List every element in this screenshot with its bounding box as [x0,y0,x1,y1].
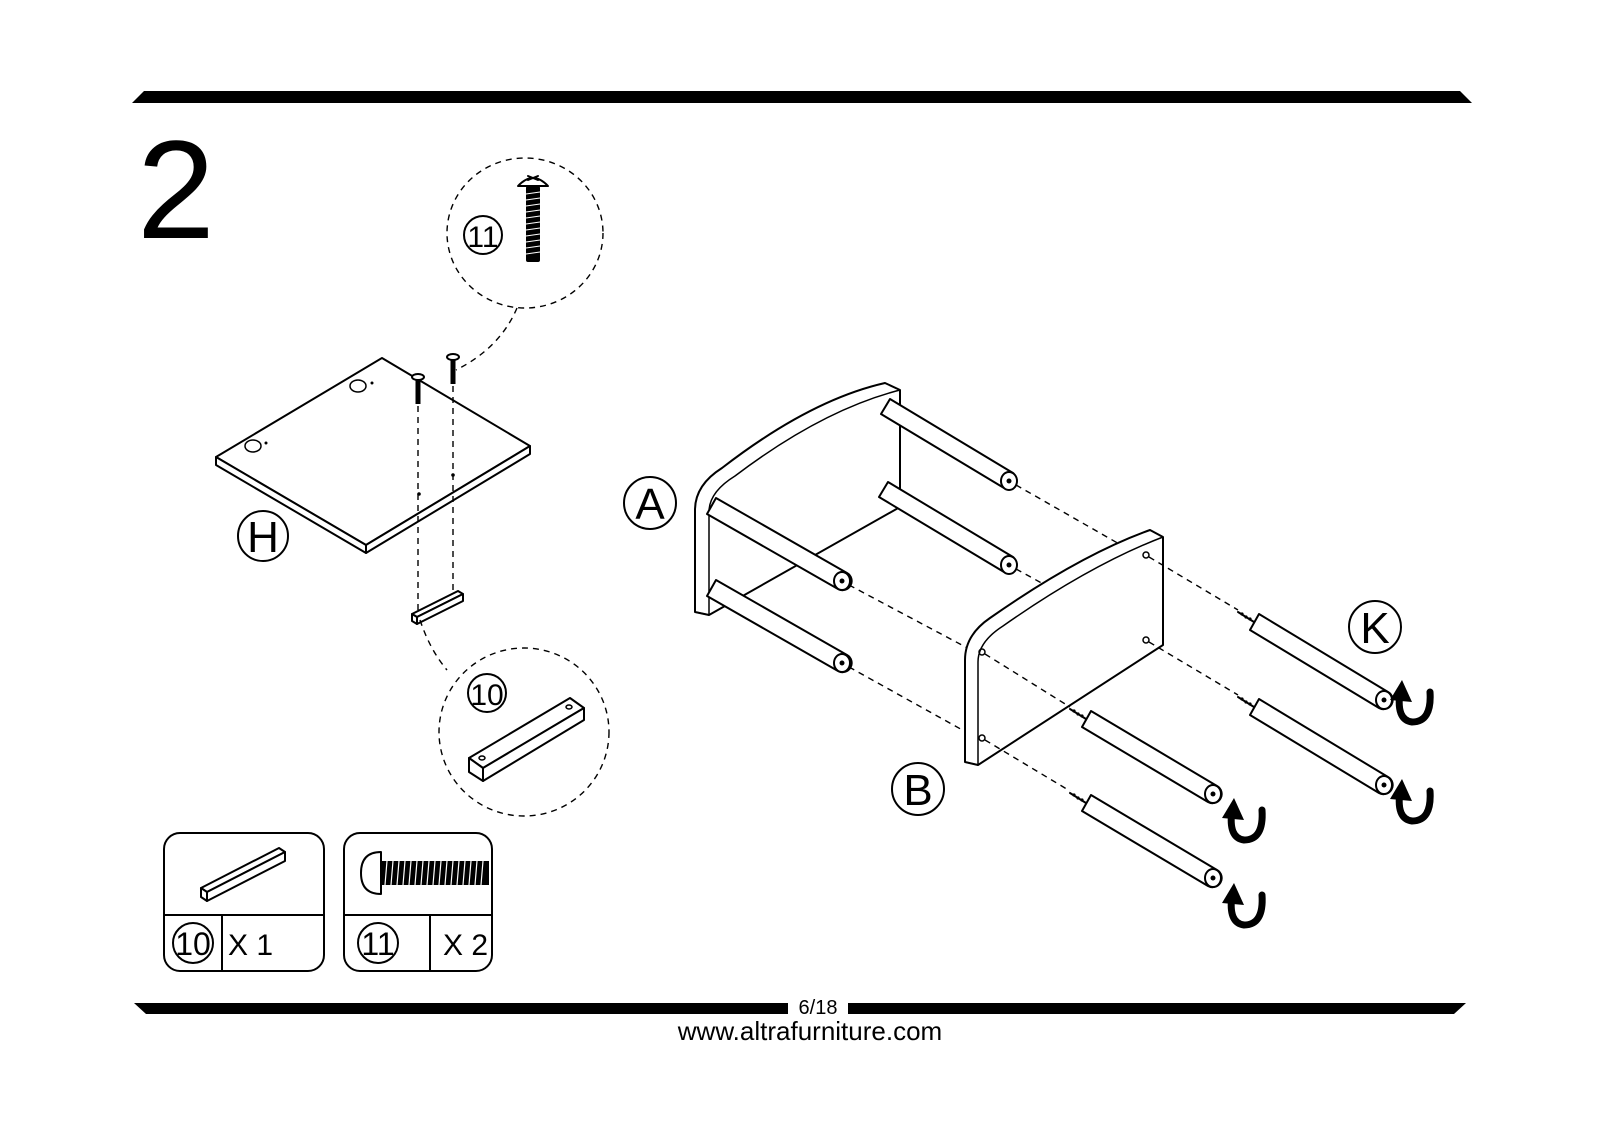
footer-rule-left [134,1003,788,1014]
label-h-text: H [247,513,279,562]
rod-a-lower-back [879,482,1017,574]
rotate-arrow-1 [1390,680,1430,722]
hardware-11-qty: X 2 [443,929,488,962]
label-a-text: A [635,480,665,529]
hardware-10-number: 10 [175,926,211,962]
hardware-box-11: 11 X 2 [344,833,492,971]
hardware-box-10: 10 X 1 [164,833,324,971]
rotate-arrow-2 [1390,779,1430,821]
header-rule [132,91,1472,103]
rotate-arrow-3 [1222,798,1262,840]
callout-bracket-10: 10 [420,620,609,816]
rotate-arrow-4 [1222,883,1262,925]
label-h: H [238,511,288,562]
rod-a-lower-front [707,580,852,672]
rod-a-upper-back [881,399,1017,490]
dowel-k-lower-right [1238,697,1393,794]
label-a: A [624,477,676,529]
screw-small-2 [447,354,459,384]
label-b: B [892,763,944,815]
hardware-10-qty: X 1 [228,929,273,962]
label-k: K [1349,601,1401,653]
callout-bracket-label: 10 [470,679,503,712]
step-number: 2 [137,111,215,268]
website: www.altrafurniture.com [677,1016,942,1046]
dowel-k-upper-left [1070,709,1222,803]
label-k-text: K [1360,604,1389,653]
bracket-small [412,591,463,624]
label-b-text: B [903,766,932,815]
callout-screw-label: 11 [467,221,498,254]
hardware-11-number: 11 [361,926,394,962]
callout-screw-11: 11 [447,158,603,370]
footer-rule-right [848,1003,1466,1014]
dowel-k-lower-left [1070,793,1222,887]
panel-h-assembly [216,354,530,624]
frame-assembly [695,383,1430,925]
